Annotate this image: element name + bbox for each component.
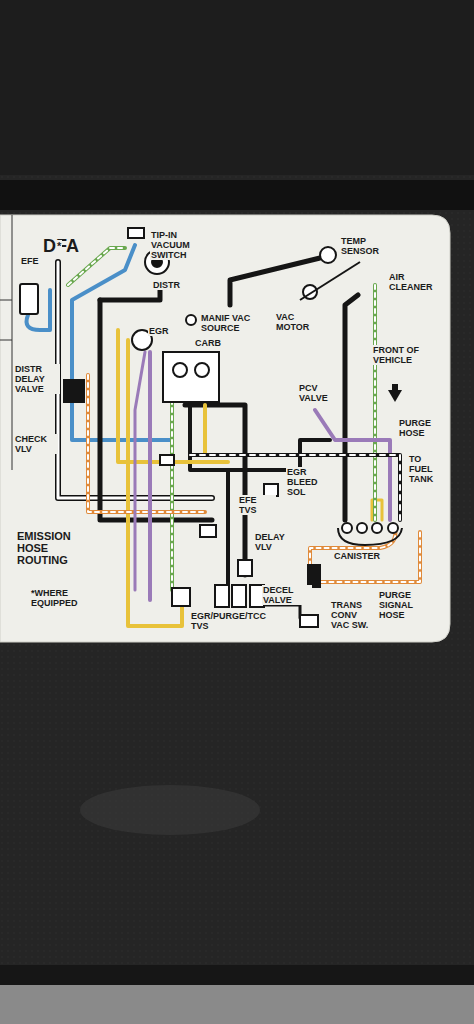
part-label: TIP-IN VACUUM SWITCH <box>150 230 200 260</box>
part-label: TO FUEL TANK <box>408 454 448 484</box>
part-label: EGR BLEED SOL <box>286 467 334 497</box>
tvs-egr <box>172 588 190 606</box>
manif-port <box>186 315 196 325</box>
part-label: *WHERE EQUIPPED <box>30 588 110 608</box>
part-label: PCV VALVE <box>298 383 342 403</box>
carburetor <box>163 352 219 402</box>
canister-port <box>342 523 352 533</box>
part-label: MANIF VAC SOURCE <box>200 313 272 333</box>
part-label: * <box>56 240 62 252</box>
check-valve <box>160 455 174 465</box>
part-label: CARB <box>194 338 222 348</box>
tvs <box>215 585 229 607</box>
temp-sensor <box>320 247 336 263</box>
part-label: DELAY VLV <box>254 532 302 552</box>
part-label: CHECK VLV <box>14 434 58 454</box>
part-label: PURGE SIGNAL HOSE <box>378 590 428 620</box>
part-label: DISTR DELAY VALVE <box>14 364 60 394</box>
tip-in-switch <box>128 228 144 238</box>
delay-valve <box>64 380 84 402</box>
part-label: TRANS CONV VAC SW. <box>330 600 378 630</box>
part-label: DISTR <box>152 280 181 290</box>
part-label: PURGE HOSE <box>398 418 444 438</box>
canister <box>338 528 402 545</box>
delay-vlv <box>238 560 252 576</box>
part-label: CANISTER <box>333 551 381 561</box>
efe-valve <box>20 284 38 314</box>
trans-switch <box>300 615 318 627</box>
part-label: EMISSION HOSE ROUTING <box>16 530 98 566</box>
decel-valve <box>308 565 320 587</box>
part-label: EGR/PURGE/TCC TVS <box>190 611 276 631</box>
part-label: TEMP SENSOR <box>340 236 386 256</box>
part-label: VAC MOTOR <box>275 312 319 332</box>
part-label: EFE TVS <box>238 495 276 515</box>
part-label: EFE <box>20 256 40 266</box>
part-label: EGR <box>148 326 170 336</box>
part-label: FRONT OF VEHICLE <box>372 345 426 365</box>
part-label: AIR CLEANER <box>388 272 440 292</box>
efe-tvs <box>200 525 216 537</box>
part-label: DECEL VALVE <box>262 585 312 605</box>
